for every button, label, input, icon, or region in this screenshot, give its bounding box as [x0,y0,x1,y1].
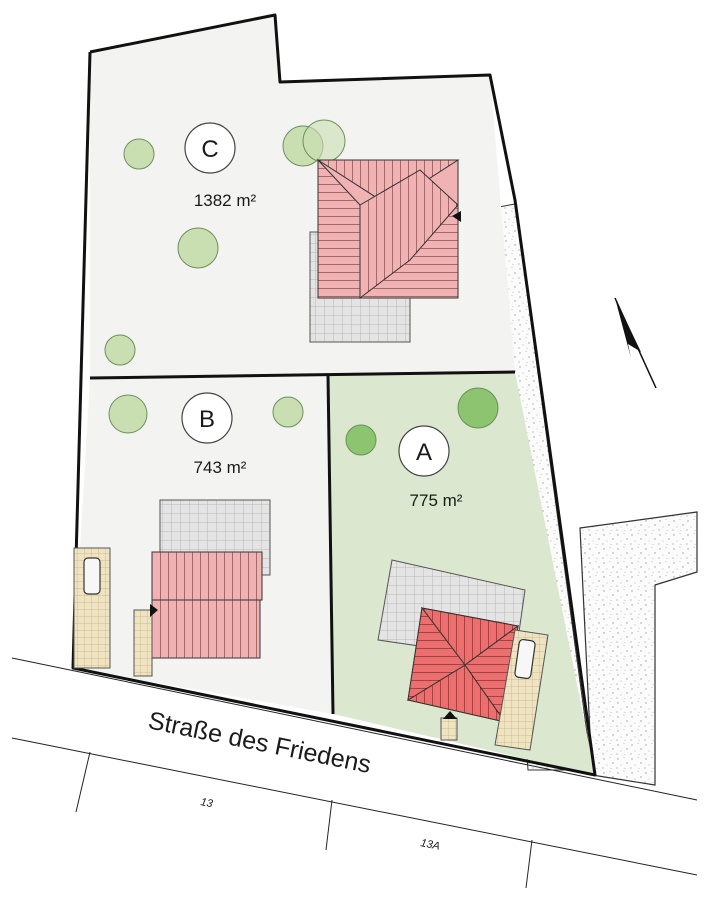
tree [104,334,136,366]
plot-b-label: B 743 m² [181,392,247,477]
tree [457,387,499,429]
plot-b-letter: B [199,406,215,433]
entrance-marker-icon [150,604,158,617]
plot-c-letter: C [201,136,218,163]
entrance-marker-icon [443,711,457,719]
driveway [494,629,549,751]
plot-letter-badge [181,392,233,444]
plot-c-area: 1382 m² [194,191,257,210]
plot-a-label: A 775 m² [398,425,463,510]
tree [302,119,346,163]
car-icon [83,557,101,595]
house-c [309,158,461,343]
plot-letter-badge [398,425,450,477]
plot-a-area: 775 m² [410,491,463,510]
plot-c-label: C 1382 m² [184,122,257,210]
plot-letter-badge [184,122,236,174]
car-icon [514,638,536,680]
tree [345,424,377,456]
tree [177,227,219,269]
house-b [73,499,271,677]
tree [272,396,304,428]
tree [123,138,155,170]
tree [108,394,148,434]
footpath [440,717,458,741]
entrance-marker-icon [452,211,461,222]
house-a [377,559,549,751]
north-arrow-icon [614,297,657,389]
street-name: Straße des Friedens [146,706,374,779]
trees [104,119,499,456]
house-number-13a: 13A [419,837,441,853]
plot-a-letter: A [416,439,432,466]
street-lines [11,657,698,889]
plot-b-area: 743 m² [194,458,247,477]
footpath [133,609,153,677]
gravel-area-street [579,511,698,786]
house-number-13: 13 [199,796,214,810]
plot-borders [71,13,597,777]
